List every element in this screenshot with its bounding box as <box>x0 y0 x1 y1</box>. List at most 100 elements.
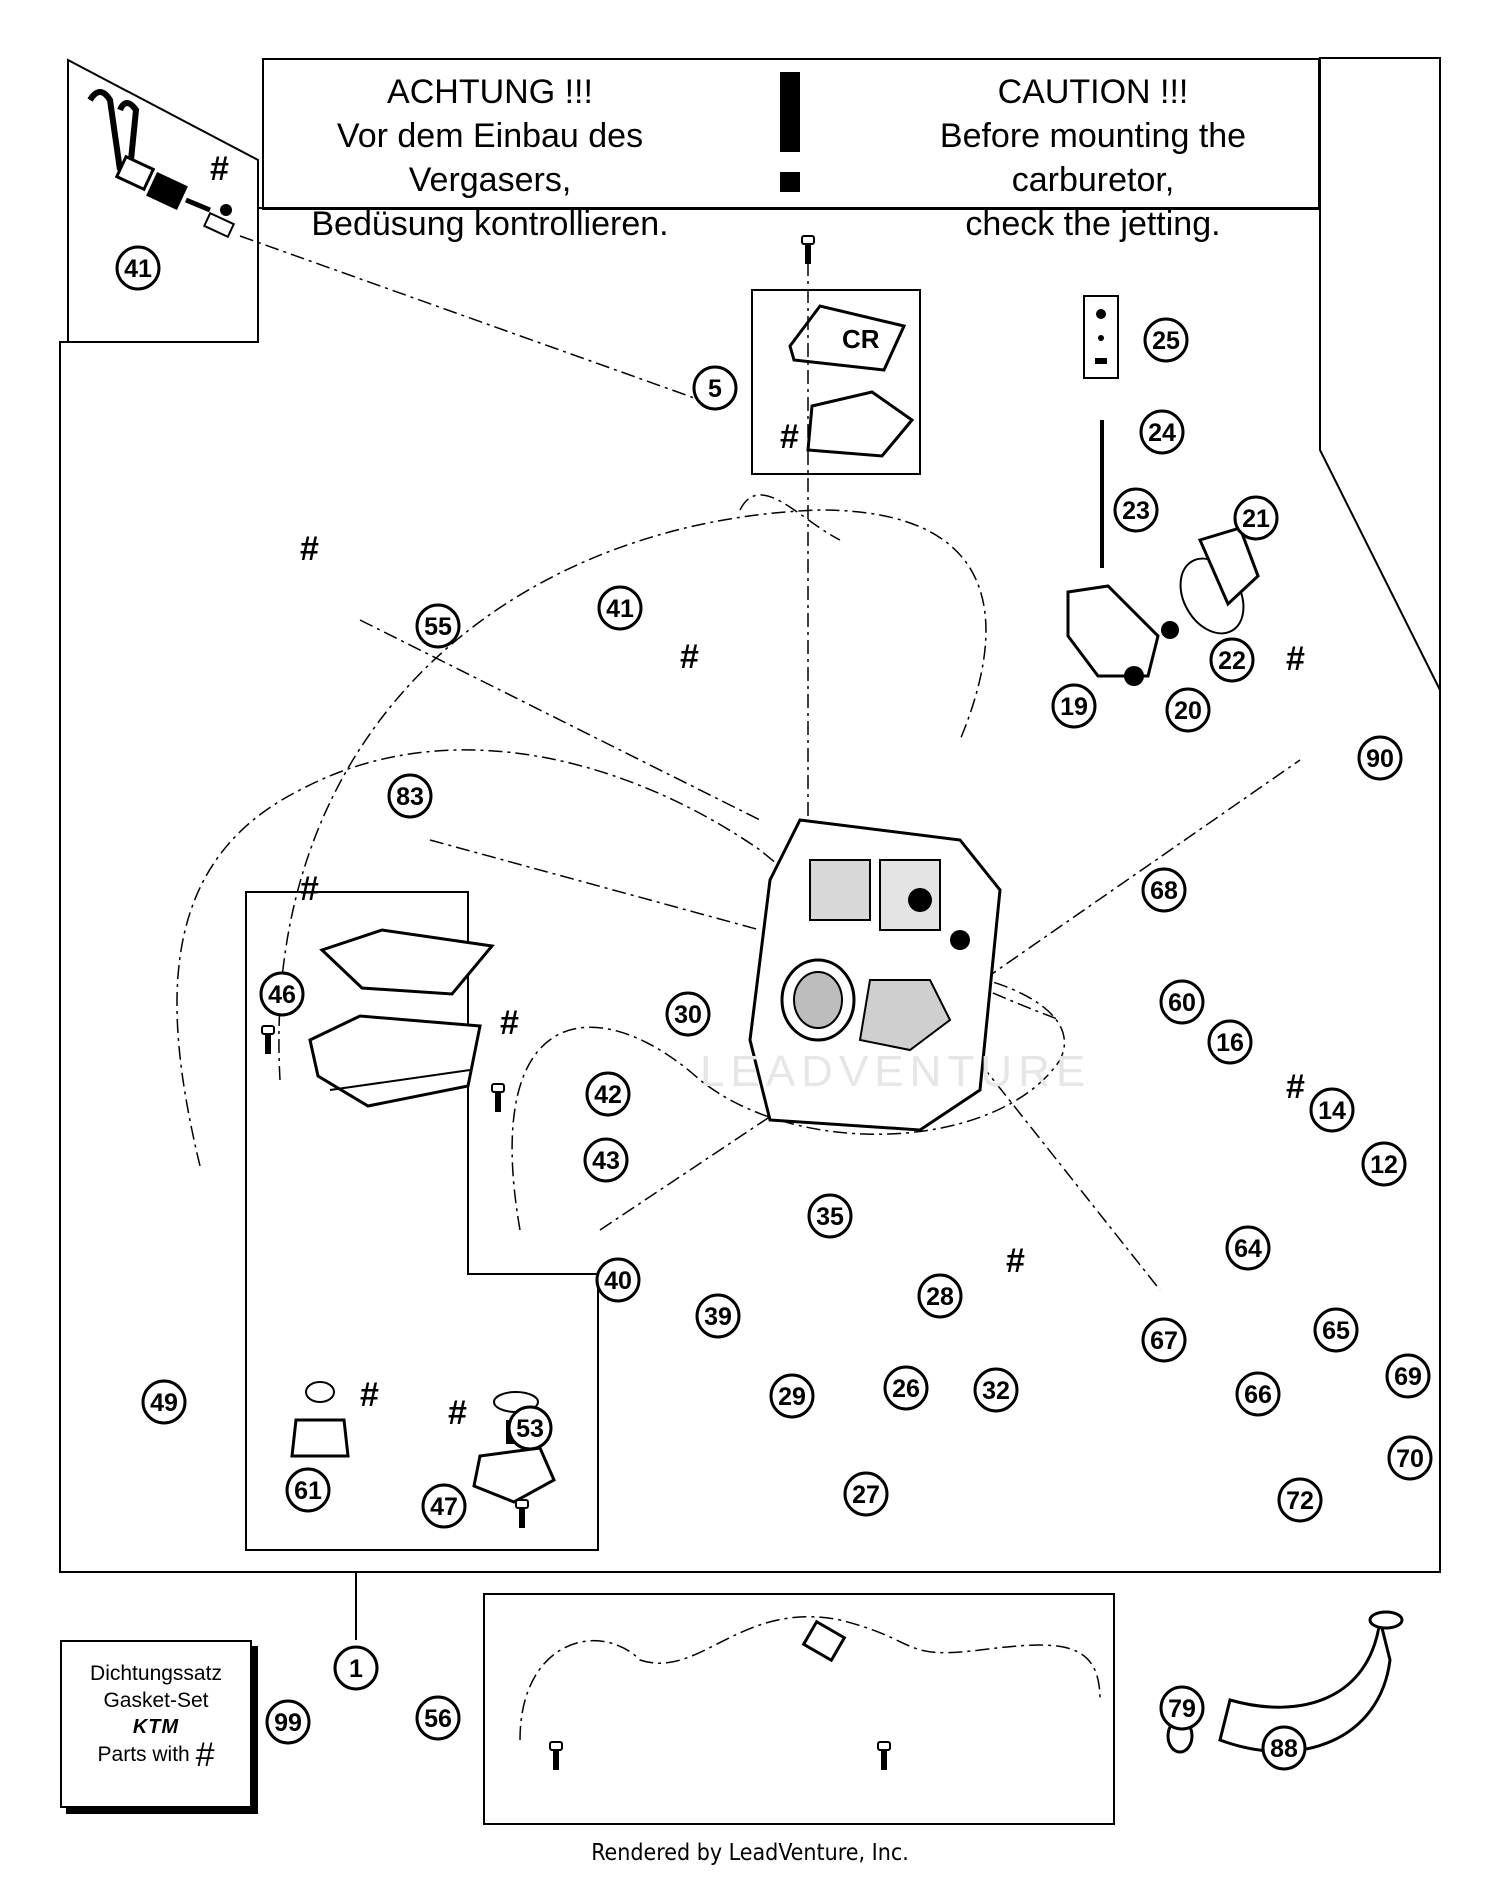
hash-marker: # <box>448 1394 467 1432</box>
callout-circle <box>415 603 461 649</box>
callout-circle <box>1143 317 1189 363</box>
callout-number: 5 <box>708 375 722 403</box>
callout-20: 20 <box>1165 687 1211 733</box>
callout-47: 47 <box>421 1483 467 1529</box>
callout-circle <box>1051 683 1097 729</box>
callout-circle <box>1209 637 1255 683</box>
callout-number: 49 <box>150 1389 178 1417</box>
callout-12: 12 <box>1361 1141 1407 1187</box>
callout-23: 23 <box>1113 487 1159 533</box>
callout-25: 25 <box>1143 317 1189 363</box>
callout-41: 41 <box>597 585 643 631</box>
top-cover-group-5: CR <box>751 235 921 820</box>
callout-number: 29 <box>778 1383 806 1411</box>
callout-number: 66 <box>1244 1381 1272 1409</box>
callout-number: 47 <box>430 1493 458 1521</box>
callout-number: 23 <box>1122 497 1150 525</box>
caution-english: CAUTION !!! Before mounting the carburet… <box>870 70 1316 246</box>
callout-number: 19 <box>1060 693 1088 721</box>
caution-de-title: ACHTUNG !!! <box>387 73 593 111</box>
callout-number: 14 <box>1318 1097 1346 1125</box>
callout-number: 21 <box>1242 505 1270 533</box>
callout-circle <box>1207 1019 1253 1065</box>
callout-circle <box>1385 1353 1431 1399</box>
callout-number: 90 <box>1366 745 1394 773</box>
callout-49: 49 <box>141 1379 187 1425</box>
throttle-parts-19-25 <box>1066 295 1260 686</box>
parts-with-label: Parts with <box>97 1743 190 1766</box>
callout-circle <box>883 1365 929 1411</box>
callout-number: 20 <box>1174 697 1202 725</box>
callout-number: 46 <box>268 981 296 1009</box>
callout-number: 39 <box>704 1303 732 1331</box>
callout-number: 72 <box>1286 1487 1314 1515</box>
callout-number: 79 <box>1168 1695 1196 1723</box>
callout-40: 40 <box>595 1257 641 1303</box>
callout-number: 67 <box>1150 1327 1178 1355</box>
caution-en-line2: check the jetting. <box>965 205 1221 243</box>
callout-number: 56 <box>424 1705 452 1733</box>
callout-circle <box>1141 1317 1187 1363</box>
callout-circle <box>507 1405 553 1451</box>
callout-number: 32 <box>982 1377 1010 1405</box>
callout-number: 64 <box>1234 1235 1262 1263</box>
callout-46: 46 <box>259 971 305 1017</box>
callout-circle <box>769 1373 815 1419</box>
callout-69: 69 <box>1385 1353 1431 1399</box>
callout-number: 69 <box>1394 1363 1422 1391</box>
callout-number: 28 <box>926 1283 954 1311</box>
callout-circle <box>1159 1685 1205 1731</box>
callout-number: 35 <box>816 1203 844 1231</box>
callout-number: 53 <box>516 1415 544 1443</box>
callout-61: 61 <box>285 1467 331 1513</box>
callout-number: 22 <box>1218 647 1246 675</box>
cover-text: CR <box>842 324 880 354</box>
callout-5: 5 <box>692 365 738 411</box>
callout-16: 16 <box>1207 1019 1253 1065</box>
callout-number: 88 <box>1270 1735 1298 1763</box>
callout-29: 29 <box>769 1373 815 1419</box>
callout-60: 60 <box>1159 979 1205 1025</box>
callout-circle <box>583 1137 629 1183</box>
hash-marker: # <box>210 150 229 188</box>
callout-circle <box>585 1071 631 1117</box>
callout-64: 64 <box>1225 1225 1271 1271</box>
callout-number: 1 <box>349 1655 363 1683</box>
caution-de-line2: Bedüsung kontrollieren. <box>311 205 669 243</box>
callout-circle <box>259 971 305 1017</box>
callout-circle <box>1235 1371 1281 1417</box>
callout-circle <box>1261 1725 1307 1771</box>
callout-circle <box>1233 495 1279 541</box>
callout-27: 27 <box>843 1471 889 1517</box>
callout-number: 41 <box>606 595 634 623</box>
callout-30: 30 <box>665 991 711 1037</box>
callout-circle <box>1139 409 1185 455</box>
caution-german: ACHTUNG !!! Vor dem Einbau des Vergasers… <box>270 70 710 246</box>
watermark-text: LEADVENTURE <box>700 1047 1091 1096</box>
callout-53: 53 <box>507 1405 553 1451</box>
exclamation-icon <box>776 72 804 202</box>
callout-number: 83 <box>396 783 424 811</box>
callout-circle <box>1113 487 1159 533</box>
callout-circle <box>1165 687 1211 733</box>
callout-83: 83 <box>387 773 433 819</box>
callout-number: 27 <box>852 1481 880 1509</box>
caution-de-line1: Vor dem Einbau des Vergasers, <box>336 117 644 199</box>
gasket-set-line3: Parts with # <box>62 1738 250 1772</box>
callout-35: 35 <box>807 1193 853 1239</box>
callout-number: 43 <box>592 1147 620 1175</box>
accessory-box-56 <box>483 1593 1115 1825</box>
callout-67: 67 <box>1141 1317 1187 1363</box>
gasket-set-line1: Dichtungssatz <box>90 1662 222 1685</box>
hash-marker: # <box>360 1376 379 1414</box>
callout-number: 55 <box>424 613 452 641</box>
callout-22: 22 <box>1209 637 1255 683</box>
carburetor-body: LEADVENTURE <box>700 818 1091 1132</box>
callout-42: 42 <box>585 1071 631 1117</box>
callout-99: 99 <box>265 1699 311 1745</box>
callout-68: 68 <box>1141 867 1187 913</box>
callout-19: 19 <box>1051 683 1097 729</box>
callout-circle <box>285 1467 331 1513</box>
hash-marker: # <box>680 638 699 676</box>
